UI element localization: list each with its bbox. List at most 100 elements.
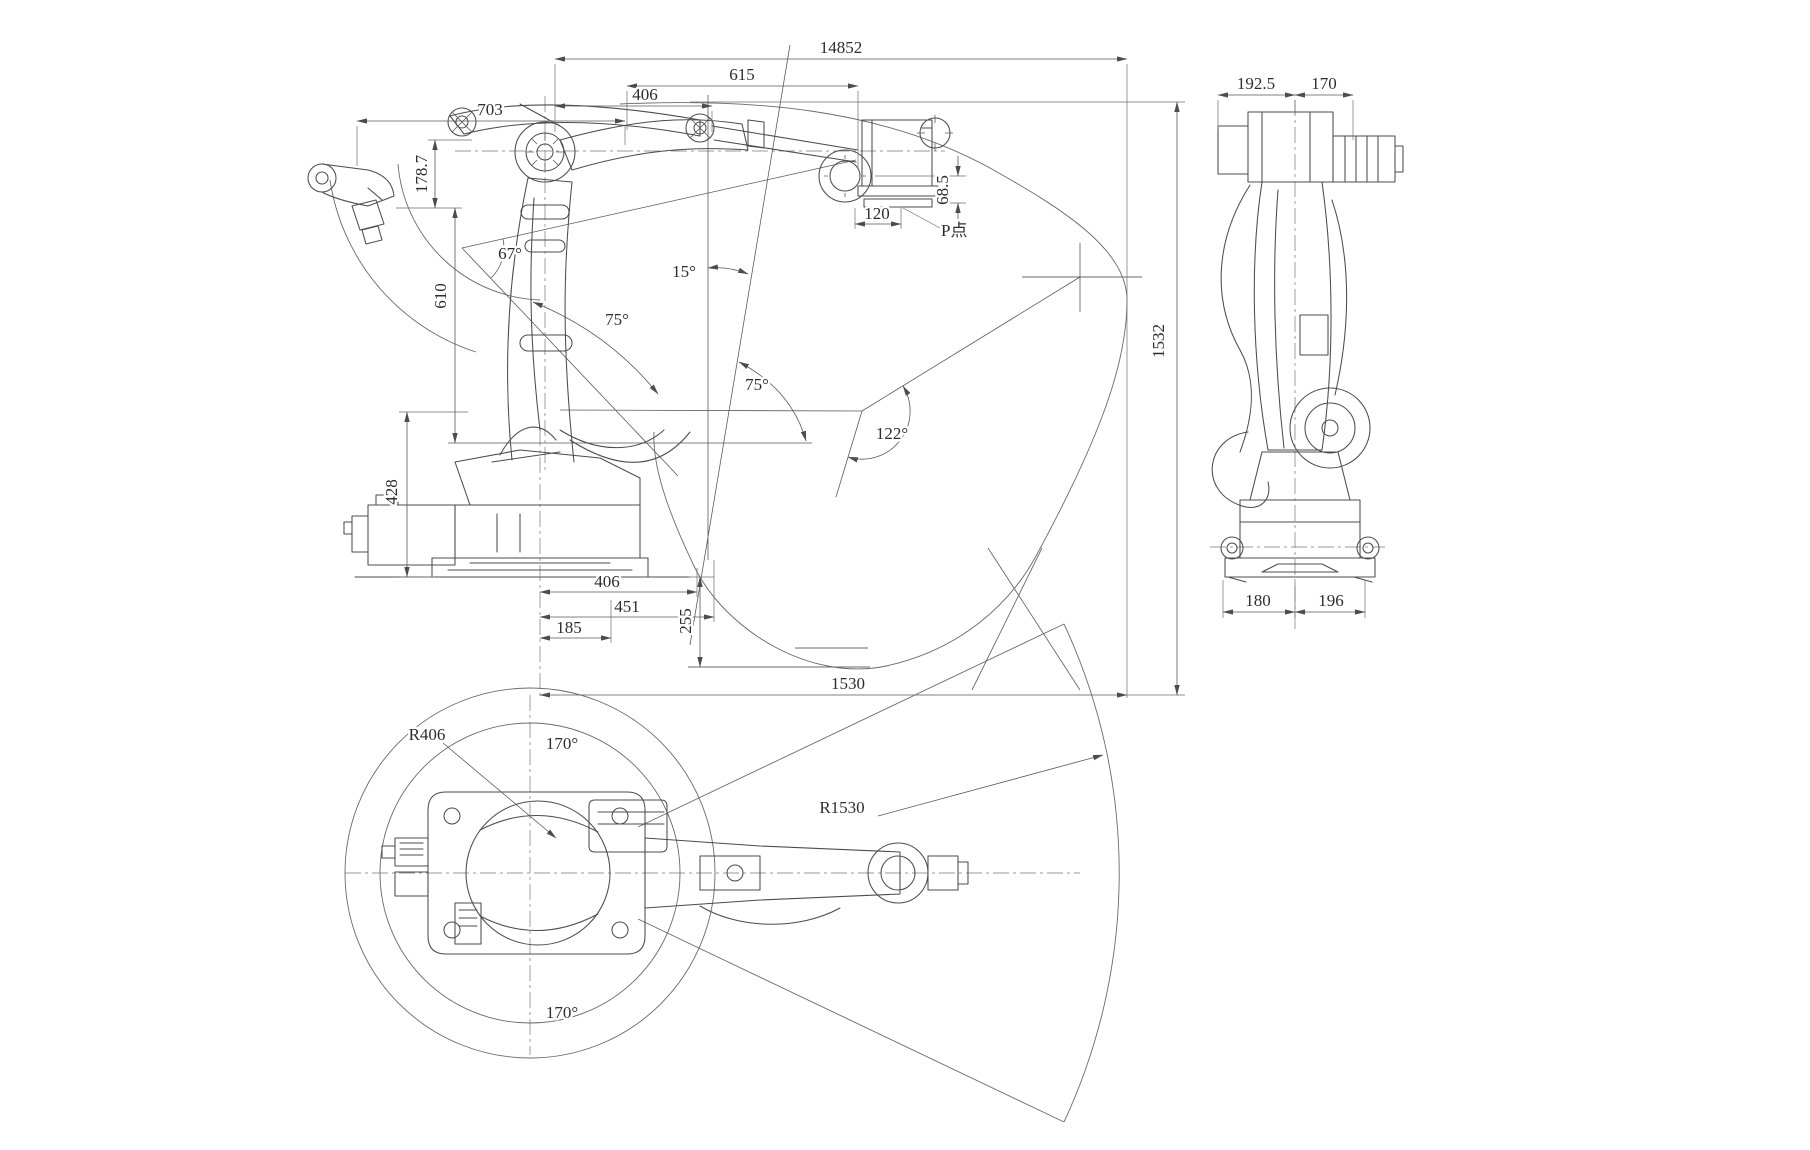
angle-arc-67 [490,238,505,279]
work-envelope-construction-lines [688,243,1142,691]
eye-bolt-left-hole [1226,542,1238,554]
dim-text-615: 615 [729,65,755,84]
dim-text-180: 180 [1245,591,1271,610]
dim-text-14852: 14852 [820,38,863,57]
dim-text-406-bottom: 406 [594,572,620,591]
side-extension-lines [1217,100,1366,618]
detached-wrist-hub [315,171,329,185]
dim-text-610: 610 [431,283,450,309]
base-body [454,504,641,559]
detached-wrist-stub [351,199,385,245]
top-nameplate [454,902,482,945]
side-j2-circle-mid [1304,402,1356,454]
top-left-connectors [381,837,429,897]
dim-text-192: 192.5 [1237,74,1275,93]
detached-wrist-unit [307,163,395,245]
side-motor-cylinder [1332,135,1404,183]
top-j2-motor [588,799,668,853]
r406-leader [442,742,557,839]
top-end-bracket [927,855,969,891]
robot-front [307,103,953,578]
bolt-hole [443,921,461,939]
dim-text-255: 255 [676,608,695,634]
right-pulley-inner [693,121,707,135]
wrist-outer [818,149,872,203]
top-j1-ring [465,800,611,946]
dim-text-122: 122° [876,424,908,443]
dim-text-170-top: 170° [546,734,578,753]
rotation-circle-outer [344,687,716,1059]
top-arm-joint [726,864,744,882]
wrist-inner [829,160,861,192]
robot-side [1211,111,1404,583]
right-pulley-spokes [689,117,711,139]
link-rod [711,119,859,163]
dim-text-15: 15° [672,262,696,281]
dim-text-75-upper: 75° [605,310,629,329]
hub-spline-ticks [526,133,564,171]
angle-arc-122 [847,385,911,463]
angle-arc-75-lower [738,361,807,442]
dim-text-120: 120 [864,204,890,223]
side-elbow-box [1299,314,1329,356]
reach-arc-r1530 [1063,623,1120,1123]
r1530-leader [877,754,1104,817]
forearm [559,119,749,171]
right-pulley-outer [685,113,715,143]
top-shoulder-arcs [479,814,599,932]
eye-bolt-right-hole [1362,542,1374,554]
flange-plates [857,185,939,208]
side-dress-cable [1220,184,1348,453]
angle-arc-75-upper [532,301,659,395]
side-base-plate [1224,557,1376,583]
detached-wrist-body [321,163,395,207]
dim-text-451: 451 [614,597,640,616]
dim-text-196: 196 [1318,591,1344,610]
top-dress-cable [699,905,841,925]
dim-text-1530: 1530 [831,674,865,693]
side-cable-loop [1211,431,1270,508]
dim-text-p-point: P点 [941,221,967,240]
dim-text-r1530: R1530 [819,798,864,817]
wrist-bolts [824,155,866,197]
dim-text-703: 703 [477,100,503,119]
dim-text-r406: R406 [409,725,446,744]
bolt-hole [611,807,629,825]
p-point-leader [902,207,941,229]
front-dimensions: 14852 615 406 703 178.7 610 428 67° 15° … [356,36,1185,698]
side-j2-circle-outer [1289,387,1371,469]
rotation-circle-inner [379,722,681,1024]
eye-bolt-left [1220,536,1244,560]
lower-arm-covers [519,204,573,352]
bolt-hole [443,807,461,825]
dim-text-68: 68.5 [933,175,952,205]
angle-arc-15 [707,264,749,275]
dim-text-185: 185 [556,618,582,637]
top-base-bolt-holes [443,807,629,939]
side-j2-circle-inner [1321,419,1339,437]
dim-text-178: 178.7 [412,154,431,193]
j6-motor-ticks [917,115,953,151]
side-base-body [1239,499,1361,559]
dim-text-67: 67° [498,244,522,263]
base-motor-box [343,494,456,566]
dim-text-170-bottom: 170° [546,1003,578,1022]
side-turret [1249,451,1351,501]
dim-text-428: 428 [382,479,401,505]
top-wrist-inner [880,855,916,891]
lower-arm-link [507,177,575,463]
side-eye-bolts [1220,536,1380,560]
dim-text-75-lower: 75° [745,375,769,394]
side-centerlines [1210,100,1385,632]
dim-text-1532: 1532 [1149,324,1168,358]
top-view: R406 170° R1530 170° [344,623,1120,1123]
hub-inner [536,143,554,161]
side-dimensions: 192.5 170 180 196 [1217,72,1366,618]
side-head-assembly [1217,111,1334,183]
wrist-assembly [818,115,953,208]
work-envelope-outline [619,102,1128,670]
bolt-hole [611,921,629,939]
top-centerlines [345,695,1080,1055]
front-view: 14852 615 406 703 178.7 610 428 67° 15° … [307,36,1185,700]
reach-radial-lines [637,623,1065,1123]
